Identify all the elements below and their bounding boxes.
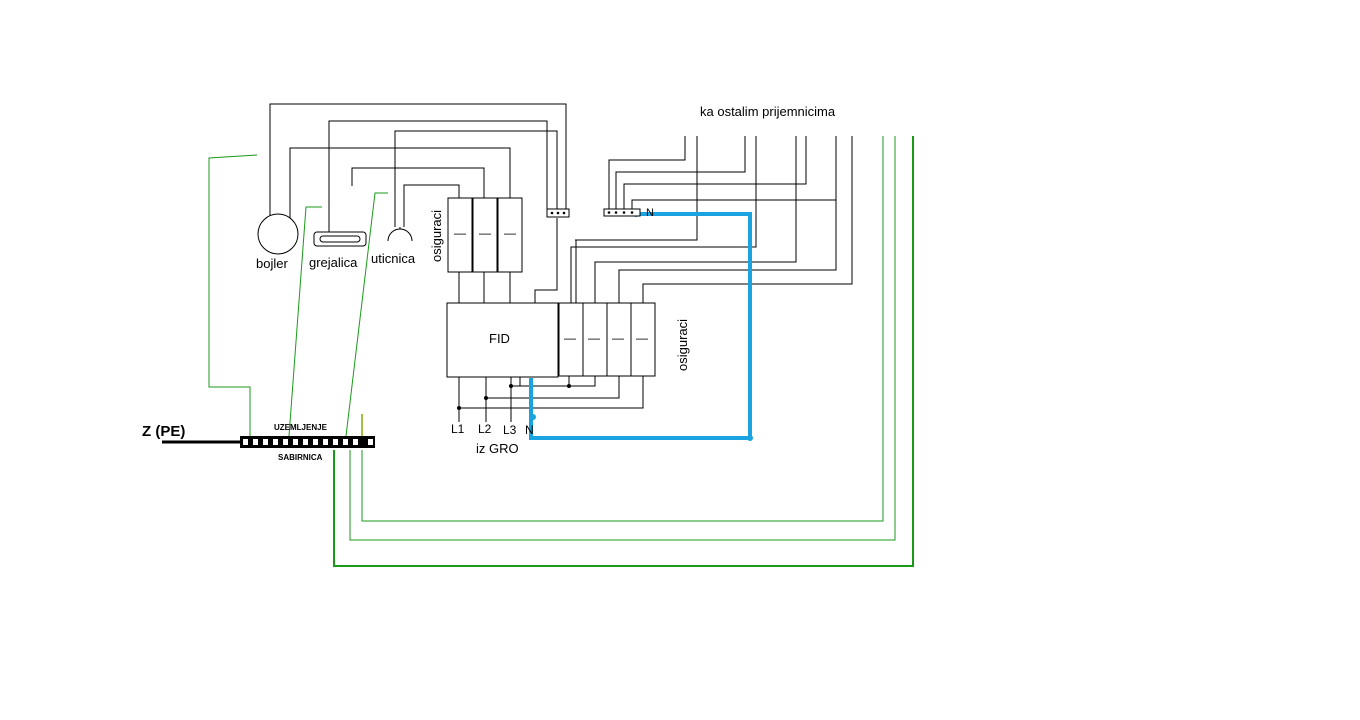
label-fid: FID [489, 331, 510, 346]
label-sabirnica: SABIRNICA [278, 453, 323, 462]
label-l2: L2 [478, 422, 492, 436]
svg-text:—: — [588, 331, 600, 345]
junction-dots [457, 384, 571, 410]
label-uzemljenje: UZEMLJENJE [274, 423, 328, 432]
wire-l1-to-fuse4 [459, 376, 644, 409]
earth-busbar [240, 436, 375, 448]
label-ka-ostalim: ka ostalim prijemnicima [700, 104, 836, 119]
label-iz-gro: iz GRO [476, 441, 519, 456]
svg-text:—: — [454, 226, 466, 240]
earth-grejalica [288, 206, 322, 437]
earth-to-right-2 [349, 136, 896, 541]
earth-wires [208, 136, 914, 567]
wire-bojler-1 [269, 103, 567, 218]
fuse-group-left [447, 197, 523, 273]
wire-bojler-2 [289, 147, 511, 218]
wire-l2-to-fuse3 [486, 376, 620, 399]
bojler-symbol [257, 213, 299, 255]
wire-n-4 [631, 199, 836, 210]
svg-text:—: — [636, 331, 648, 345]
uticnica-symbol [387, 227, 413, 242]
wire-n-3 [623, 136, 807, 210]
fuse-marks-left: — — — [454, 226, 516, 240]
wire-fuse1-out [570, 136, 757, 303]
terminal-block [546, 208, 570, 218]
svg-text:—: — [564, 331, 576, 345]
wire-fuse3-out [618, 136, 837, 303]
label-n-bottom: N [525, 423, 534, 437]
fuse-marks-right: — — — — [564, 331, 648, 345]
label-uticnica: uticnica [371, 251, 416, 266]
earth-to-right-1 [361, 136, 884, 522]
svg-text:—: — [504, 226, 516, 240]
wire-fuse4-out [642, 136, 853, 303]
svg-text:—: — [612, 331, 624, 345]
wire-n-1 [608, 136, 686, 210]
label-osiguraci-right: osiguraci [675, 319, 690, 371]
wire-n-2 [615, 136, 746, 210]
fid-box [446, 302, 559, 378]
label-bojler: bojler [256, 256, 288, 271]
label-grejalica: grejalica [309, 255, 358, 270]
wire-uticnica-2 [403, 184, 460, 227]
earth-bojler [208, 154, 258, 436]
earth-uticnica [345, 192, 388, 437]
wire-grejalica-1 [328, 120, 548, 232]
svg-text:—: — [479, 226, 491, 240]
wire-fuse2-out [594, 136, 797, 303]
label-l3: L3 [503, 423, 517, 437]
wire-other-1 [575, 136, 698, 241]
label-l1: L1 [451, 422, 465, 436]
wire-uticnica-1 [394, 130, 558, 227]
black-wires [162, 103, 853, 444]
wire-grejalica-2 [351, 167, 485, 198]
grejalica-symbol [313, 231, 367, 247]
label-z-pe: Z (PE) [142, 423, 185, 440]
neutral-bar [603, 208, 641, 217]
wire-l3-to-fuse2 [511, 376, 596, 387]
fuse-group-right [558, 302, 656, 377]
earth-to-right-3 [333, 136, 914, 567]
wire-terminal-to-fid [534, 218, 558, 303]
label-n-top: N [646, 207, 654, 219]
label-osiguraci-left: osiguraci [429, 210, 444, 262]
